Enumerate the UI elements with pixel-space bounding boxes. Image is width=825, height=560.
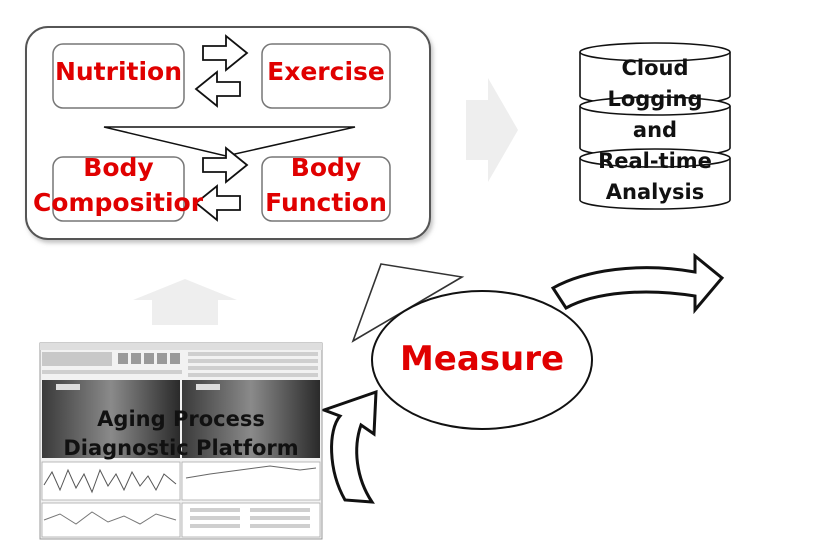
- platform-label-line1: Aging Process: [97, 407, 265, 431]
- exercise-box: [261, 43, 391, 109]
- cloud-label-line5: Analysis: [605, 180, 705, 204]
- funnel-triangle: [103, 126, 356, 157]
- left-arrow-icon: [194, 70, 241, 108]
- cloud-label-line3: and: [632, 118, 678, 142]
- left-arrow-icon: [194, 184, 241, 222]
- right-arrow-icon: [202, 34, 249, 72]
- cloud-label-line2: Logging: [607, 87, 703, 111]
- right-arrow-icon: [202, 146, 249, 184]
- faded-right-arrow-icon: [466, 78, 518, 182]
- body-composition-label-line2: Compositior: [32, 188, 204, 217]
- measure-ellipse: [371, 290, 593, 430]
- cloud-label-line1: Cloud: [621, 56, 689, 80]
- curved-arrow-to-cloud-icon: [550, 252, 725, 315]
- curved-arrow-to-measure-icon: [319, 389, 378, 504]
- body-function-label-line2: Function: [265, 188, 387, 217]
- platform-screenshot: [39, 342, 323, 540]
- body-function-label-line1: Body: [290, 153, 362, 182]
- body-composition-label-line1: Body: [83, 153, 154, 182]
- measure-label: Measure: [399, 339, 565, 379]
- nutrition-box: [52, 43, 185, 109]
- exercise-label: Exercise: [267, 57, 385, 86]
- cloud-label-line4: Real-time: [598, 149, 712, 173]
- platform-label-line2: Diagnostic Platform: [63, 436, 299, 460]
- nutrition-label: Nutrition: [54, 57, 183, 86]
- body-function-box: [261, 156, 391, 222]
- cloud-database-icon: [579, 42, 731, 210]
- faded-up-arrow-icon: [133, 279, 237, 325]
- body-composition-box: [52, 156, 185, 222]
